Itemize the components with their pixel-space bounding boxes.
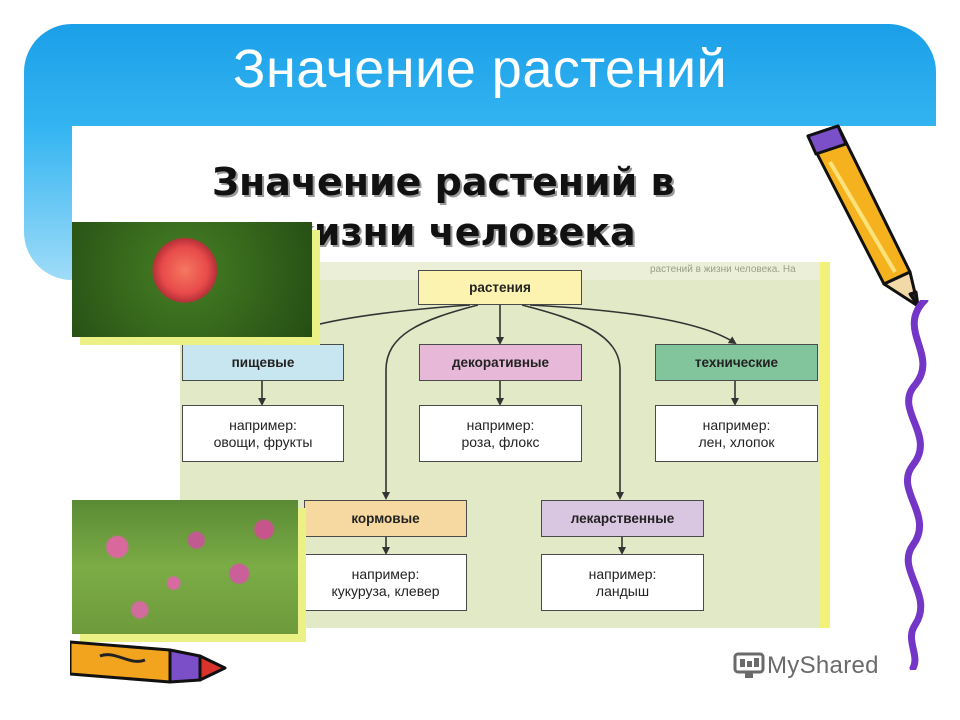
example-food-line2: овощи, фрукты: [213, 433, 313, 450]
example-fodder-line2: кукуруза, клевер: [331, 582, 440, 599]
pencil-icon: [806, 124, 920, 308]
example-technical-line2: лен, хлопок: [698, 433, 775, 450]
example-technical: например: лен, хлопок: [655, 405, 818, 462]
example-medicinal-line2: ландыш: [595, 582, 650, 599]
example-fodder-line1: например:: [351, 565, 420, 582]
flower-photo: [72, 222, 312, 337]
node-food: пищевые: [182, 344, 344, 381]
diagram-strip-text: растений в жизни человека. На: [650, 264, 796, 275]
crayon-icon: [70, 640, 227, 684]
example-food-line1: например:: [229, 416, 297, 433]
squiggle-line: [903, 300, 929, 670]
edge-root-medicinal: [521, 304, 624, 500]
node-medicinal: лекарственные: [541, 500, 704, 537]
diagram-shadow-edge: [820, 262, 830, 628]
heading-line-2: жизни человека: [276, 210, 636, 254]
heading-line-1: Значение растений в: [212, 160, 675, 204]
example-technical-line1: например:: [702, 416, 771, 433]
node-technical: технические: [655, 344, 818, 381]
logo: MyShared: [731, 651, 879, 681]
clover-photo: [72, 500, 298, 634]
edge-root-technical: [529, 304, 737, 345]
edge-root-fodder: [382, 304, 479, 500]
example-fodder: например: кукуруза, клевер: [304, 554, 467, 611]
example-medicinal: например: ландыш: [541, 554, 704, 611]
node-decorative: декоративные: [419, 344, 582, 381]
node-fodder: кормовые: [304, 500, 467, 537]
example-food: например: овощи, фрукты: [182, 405, 344, 462]
example-decorative-line2: роза, флокс: [461, 433, 540, 450]
example-medicinal-line1: например:: [588, 565, 657, 582]
slide-title: Значение растений: [232, 39, 728, 99]
example-decorative: например: роза, флокс: [419, 405, 582, 462]
logo-text: MyShared: [767, 652, 879, 679]
logo-icon: [733, 652, 765, 678]
node-plants: растения: [418, 270, 582, 305]
example-decorative-line1: например:: [466, 416, 535, 433]
